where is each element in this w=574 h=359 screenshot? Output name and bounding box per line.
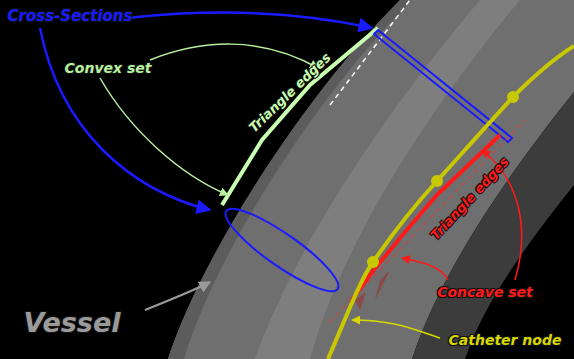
leader-arrow: [100, 78, 228, 195]
leader-arrow: [128, 13, 372, 28]
vessel-wall: [168, 0, 574, 359]
callout-label: Cross-Sections: [8, 9, 133, 24]
callout-label: Catheter node: [449, 333, 562, 347]
cross-section: [374, 30, 512, 142]
leader-arrow: [40, 28, 210, 210]
convex-set: [222, 28, 378, 205]
vessel-outer: [412, 92, 574, 359]
callout-label: Concave set: [437, 285, 533, 299]
triangle-fan: [355, 270, 390, 310]
catheter-node: [367, 256, 379, 268]
leader-arrow: [402, 258, 448, 280]
concave-set: [352, 135, 500, 300]
callout-label: Convex set: [65, 61, 152, 75]
leader-arrow: [352, 320, 440, 338]
catheter: [328, 46, 574, 359]
leader-arrow: [150, 44, 318, 68]
catheter-node: [507, 91, 519, 103]
leader-arrow: [145, 282, 210, 310]
vessel-label: Vessel: [24, 309, 121, 336]
catheter-node: [431, 175, 443, 187]
cross-section: [217, 198, 347, 302]
